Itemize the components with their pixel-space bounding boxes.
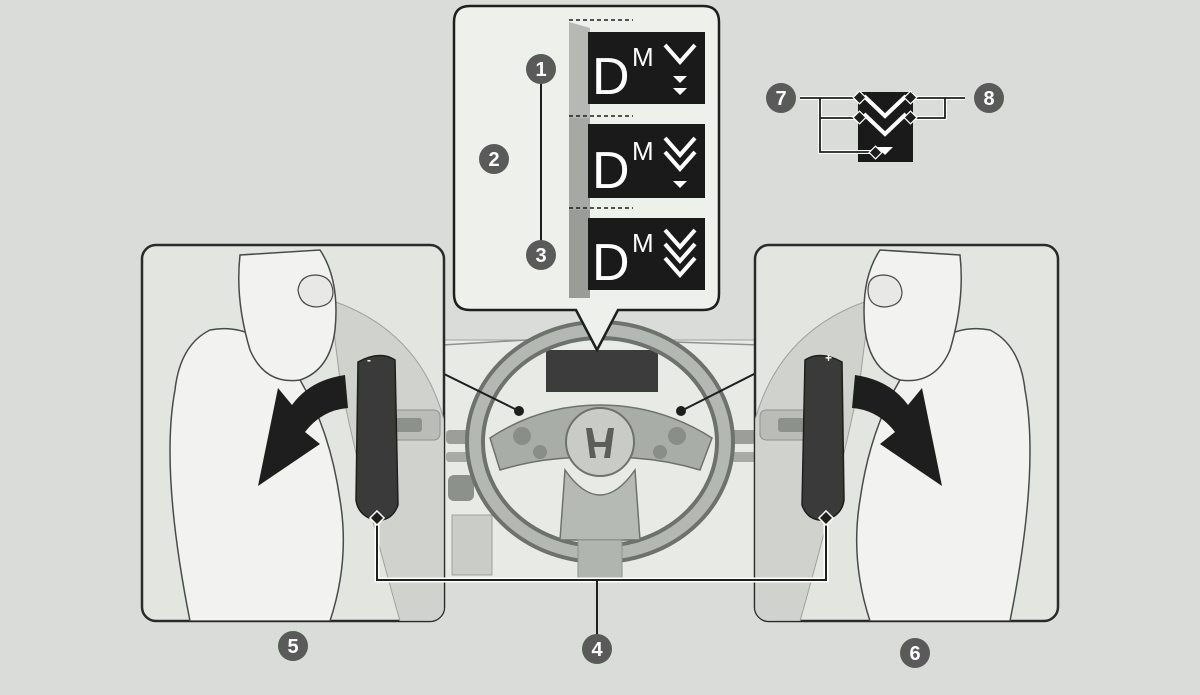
shift-display-level-1: D M — [588, 32, 705, 106]
gear-letter: D — [592, 142, 630, 200]
mode-superscript: M — [632, 42, 654, 72]
callout-badge-3: 3 — [526, 240, 556, 270]
left-zoom-pointer — [435, 369, 518, 411]
honda-logo-icon — [586, 428, 614, 458]
svg-text:7: 7 — [775, 88, 786, 110]
callout-badge-4: 4 — [582, 634, 612, 664]
callout-badge-6: 6 — [900, 638, 930, 668]
mode-superscript: M — [632, 228, 654, 258]
steering-wheel-illustration — [441, 320, 761, 581]
right-zoom-pointer — [682, 369, 763, 411]
callout-badge-2: 2 — [479, 144, 509, 174]
shift-down-arrow-icon — [663, 43, 697, 66]
gear-letter: D — [592, 48, 630, 106]
shift-down-arrow-icon — [862, 94, 908, 137]
right-paddle-zoom-panel: + — [753, 243, 1060, 623]
shift-indicator-detail — [800, 90, 965, 162]
minus-paddle — [355, 354, 399, 521]
callout-badge-5: 5 — [278, 631, 308, 661]
shift-down-arrow-icon — [663, 136, 697, 173]
callout-badge-1: 1 — [526, 54, 556, 84]
mode-superscript: M — [632, 136, 654, 166]
callout-badge-7: 7 — [766, 83, 796, 113]
svg-text:6: 6 — [909, 643, 920, 665]
svg-text:5: 5 — [287, 636, 298, 658]
shift-display-level-2: D M — [588, 124, 705, 200]
minus-paddle-sign: - — [367, 353, 371, 367]
plus-paddle — [801, 354, 845, 521]
left-paddle-zoom-panel: - — [140, 243, 446, 623]
svg-text:4: 4 — [591, 639, 603, 661]
paddle-connector-line — [368, 509, 835, 635]
svg-text:1: 1 — [535, 59, 546, 81]
callout-badge-8: 8 — [974, 83, 1004, 113]
svg-text:3: 3 — [535, 245, 546, 267]
shift-display-level-3: D M — [588, 218, 705, 292]
svg-text:8: 8 — [983, 88, 994, 110]
svg-text:2: 2 — [488, 149, 499, 171]
upshift-right-arrow-icon — [852, 375, 942, 486]
shift-down-arrow-icon — [663, 228, 697, 279]
gear-letter: D — [592, 234, 630, 292]
downshift-left-arrow-icon — [258, 375, 348, 486]
plus-paddle-sign: + — [825, 351, 832, 365]
